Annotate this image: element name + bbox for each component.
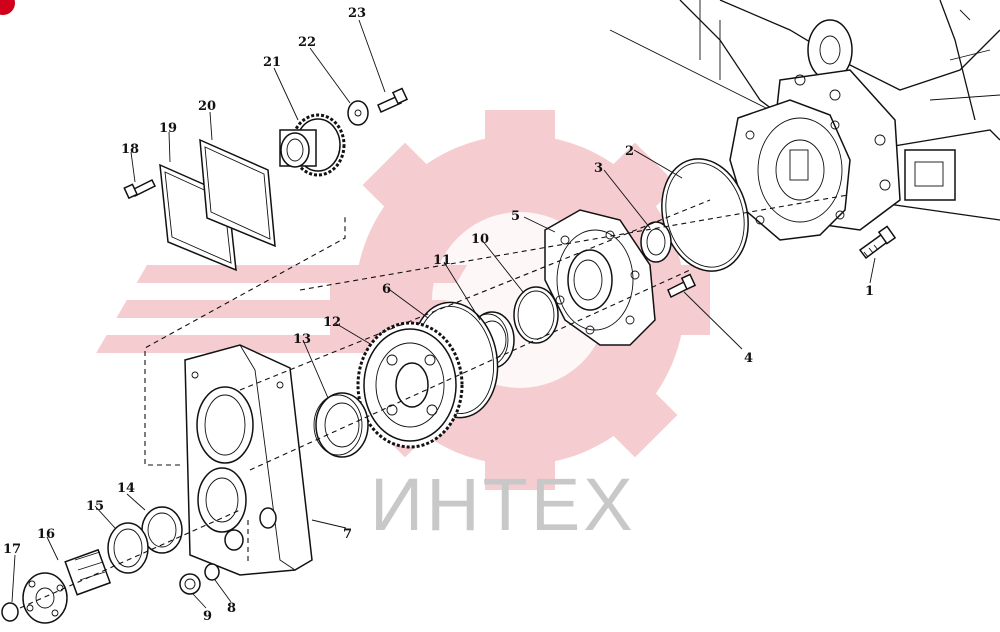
part-12-gear[interactable] xyxy=(356,321,464,449)
callout-3[interactable]: 3 xyxy=(594,161,603,176)
assembly-dashed-lines xyxy=(19,194,849,609)
part-17-ring[interactable] xyxy=(1,602,19,622)
callout-23[interactable]: 23 xyxy=(348,6,366,21)
callout-18[interactable]: 18 xyxy=(121,142,139,157)
callout-21[interactable]: 21 xyxy=(263,55,281,70)
callout-12[interactable]: 12 xyxy=(323,315,341,330)
callout-19[interactable]: 19 xyxy=(159,121,177,136)
callout-4[interactable]: 4 xyxy=(744,351,753,366)
part-18-bolt[interactable] xyxy=(123,178,157,200)
part-15-cover[interactable] xyxy=(107,522,149,574)
callout-11[interactable]: 11 xyxy=(433,253,451,268)
part-22-washer[interactable] xyxy=(347,100,369,126)
part-1-bolt[interactable] xyxy=(858,225,897,260)
part-21-gear[interactable] xyxy=(279,113,346,177)
callout-7[interactable]: 7 xyxy=(343,527,352,542)
part-20-gasket[interactable] xyxy=(199,138,276,248)
callout-14[interactable]: 14 xyxy=(117,481,135,496)
part-9-plug[interactable] xyxy=(179,573,201,595)
leader-lines xyxy=(11,19,876,609)
callout-2[interactable]: 2 xyxy=(625,144,634,159)
part-23-bolt[interactable] xyxy=(377,87,409,113)
part-8-seal[interactable] xyxy=(204,529,244,581)
callout-8[interactable]: 8 xyxy=(227,601,236,616)
part-3-seal[interactable] xyxy=(640,221,672,263)
callout-5[interactable]: 5 xyxy=(511,209,520,224)
callout-20[interactable]: 20 xyxy=(198,99,216,114)
callout-17[interactable]: 17 xyxy=(3,542,21,557)
callout-10[interactable]: 10 xyxy=(471,232,489,247)
corner-badge[interactable] xyxy=(0,0,15,15)
part-10-ring[interactable] xyxy=(513,286,559,344)
part-5-flange-cover[interactable] xyxy=(544,209,656,346)
callout-labels: 1 2 3 4 5 6 7 8 9 10 11 12 13 14 15 16 1… xyxy=(3,6,874,624)
callout-15[interactable]: 15 xyxy=(86,499,104,514)
part-7-gearbox-housing[interactable] xyxy=(184,344,313,576)
callout-1[interactable]: 1 xyxy=(865,284,874,299)
callout-6[interactable]: 6 xyxy=(382,282,391,297)
callout-22[interactable]: 22 xyxy=(298,35,316,50)
part-16-output-flange[interactable] xyxy=(22,548,112,624)
callout-13[interactable]: 13 xyxy=(293,332,311,347)
axle-housing xyxy=(609,0,1000,241)
part-13-bearing[interactable] xyxy=(313,392,369,458)
callout-9[interactable]: 9 xyxy=(203,609,212,624)
watermark-text: ИНТЕХ xyxy=(370,463,636,546)
part-4-bolt[interactable] xyxy=(667,273,697,299)
part-14-seal[interactable] xyxy=(141,506,183,554)
callout-16[interactable]: 16 xyxy=(37,527,55,542)
